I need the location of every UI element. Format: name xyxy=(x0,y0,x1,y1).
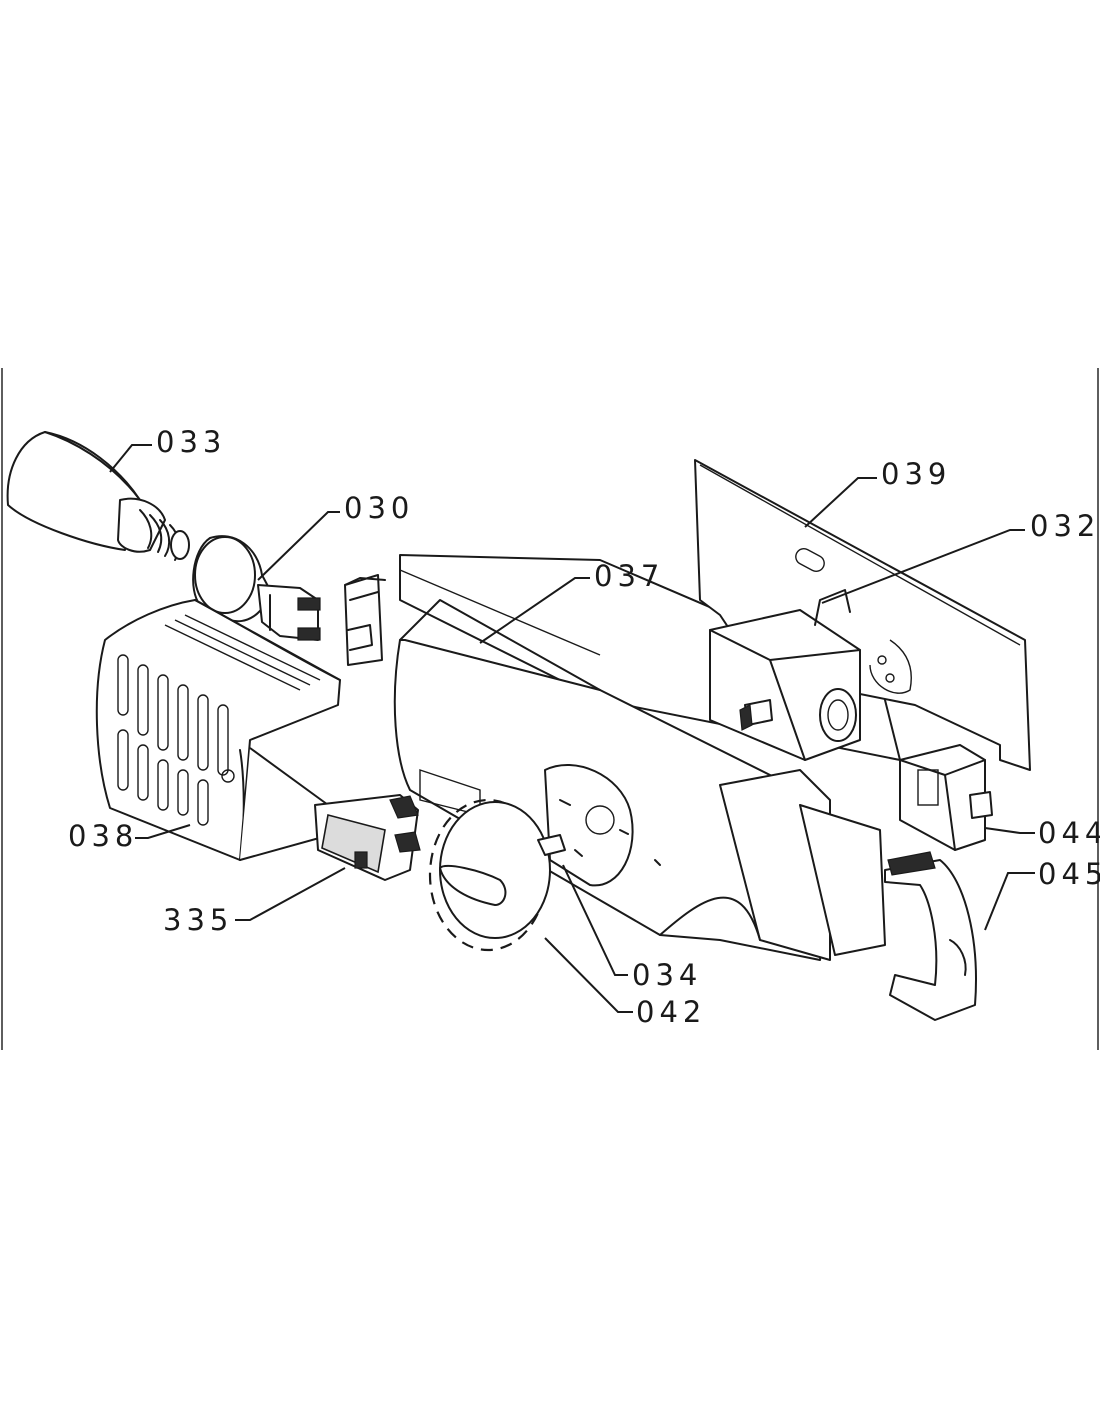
part-032-thermostat xyxy=(709,589,861,761)
part-335-rocker-switch xyxy=(314,794,421,881)
label-038: 038 xyxy=(68,819,138,853)
label-335: 335 xyxy=(163,903,233,937)
label-037: 037 xyxy=(594,559,664,593)
label-044: 044 xyxy=(1038,816,1100,850)
part-042-knob xyxy=(428,798,566,952)
part-044-switch xyxy=(899,744,993,851)
label-039: 039 xyxy=(881,457,951,491)
leader-lines xyxy=(109,444,1035,1013)
part-039-bracket-plate xyxy=(694,459,1031,771)
part-038-slotted-cover xyxy=(95,599,341,861)
label-045: 045 xyxy=(1038,857,1100,891)
label-042: 042 xyxy=(636,995,706,1029)
label-030: 030 xyxy=(344,491,414,525)
metal-clip xyxy=(344,574,386,666)
label-034: 034 xyxy=(632,958,702,992)
part-033-bulb xyxy=(6,431,190,561)
part-045-end-cap xyxy=(884,851,977,1021)
label-032: 032 xyxy=(1030,509,1100,543)
label-033: 033 xyxy=(156,425,226,459)
cover-slots xyxy=(117,614,321,826)
part-030-lamp-holder xyxy=(192,535,321,641)
